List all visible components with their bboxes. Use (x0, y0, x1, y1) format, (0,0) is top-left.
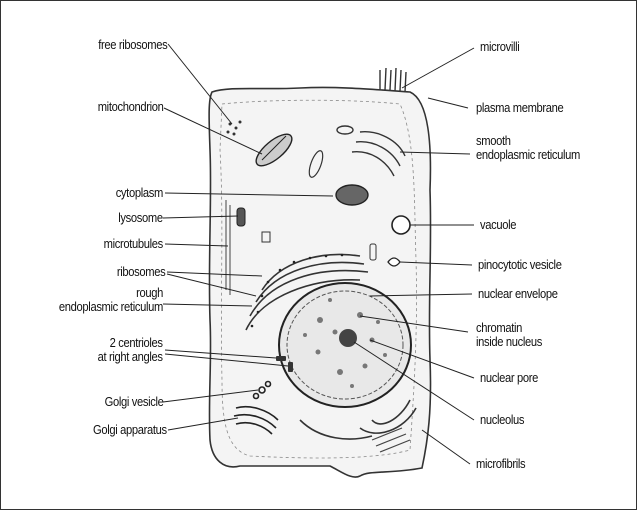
lysosome-shape (237, 208, 245, 226)
nucleolus-shape (339, 329, 357, 347)
label-lysosome: lysosome (119, 211, 163, 225)
label-centrioles: 2 centrioles at right angles (98, 336, 163, 364)
label-microvilli: microvilli (480, 40, 519, 54)
label-microtubules: microtubules (104, 237, 163, 251)
label-golgi-apparatus: Golgi apparatus (93, 423, 167, 437)
label-golgi-vesicle: Golgi vesicle (104, 395, 163, 409)
label-rough-er: rough endoplasmic reticulum (59, 286, 163, 314)
vacuole-shape (392, 216, 410, 234)
microvilli-shape (380, 68, 406, 92)
label-chromatin: chromatin inside nucleus (476, 321, 542, 349)
label-free-ribosomes: free ribosomes (98, 38, 167, 52)
label-ribosomes: ribosomes (117, 265, 165, 279)
label-vacuole: vacuole (480, 218, 516, 232)
label-nuclear-pore: nuclear pore (480, 371, 538, 385)
label-pinocytotic-vesicle: pinocytotic vesicle (478, 258, 562, 272)
pinocytotic-vesicle-shape (388, 258, 400, 266)
label-cytoplasm: cytoplasm (116, 186, 163, 200)
label-plasma-membrane: plasma membrane (476, 101, 563, 115)
label-nuclear-envelope: nuclear envelope (478, 287, 558, 301)
label-smooth-er: smooth endoplasmic reticulum (476, 134, 580, 162)
nucleus-shape (279, 283, 411, 407)
label-microfibrils: microfibrils (476, 457, 525, 471)
label-mitochondrion: mitochondrion (97, 100, 163, 114)
label-nucleolus: nucleolus (480, 413, 524, 427)
